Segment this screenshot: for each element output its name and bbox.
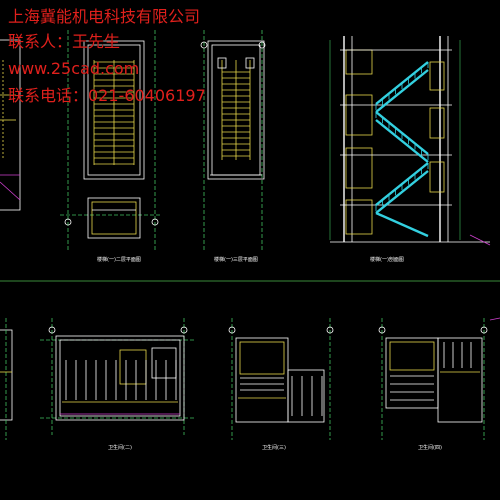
caption-stair-plan-2: 楼梯(一)三层平面图: [214, 257, 258, 263]
toilet-plan-c: [378, 317, 500, 440]
caption-toilet-c: 卫生间(四): [418, 445, 442, 451]
caption-toilet-b: 卫生间(三): [262, 445, 286, 451]
stair-plan-2: [200, 30, 266, 250]
watermark-phone: 联系电话：021-60406197: [8, 86, 206, 105]
caption-toilet-a: 卫生间(二): [108, 445, 132, 451]
stair-section: [329, 36, 491, 246]
caption-stair-section: 楼梯(一)剖面图: [370, 257, 404, 263]
watermark-website: www.25cad.com: [8, 59, 140, 78]
toilet-plan-a: [40, 318, 195, 435]
stair-plan-1: [60, 30, 160, 250]
toilet-plan-left: [0, 318, 13, 440]
stair-plan-left: [0, 39, 21, 211]
watermark-company: 上海冀能机电科技有限公司: [8, 7, 201, 26]
toilet-plan-b: [228, 318, 334, 440]
watermark-contact: 联系人：王先生: [8, 32, 121, 51]
caption-stair-plan-1: 楼梯(一)二层平面图: [97, 257, 141, 263]
